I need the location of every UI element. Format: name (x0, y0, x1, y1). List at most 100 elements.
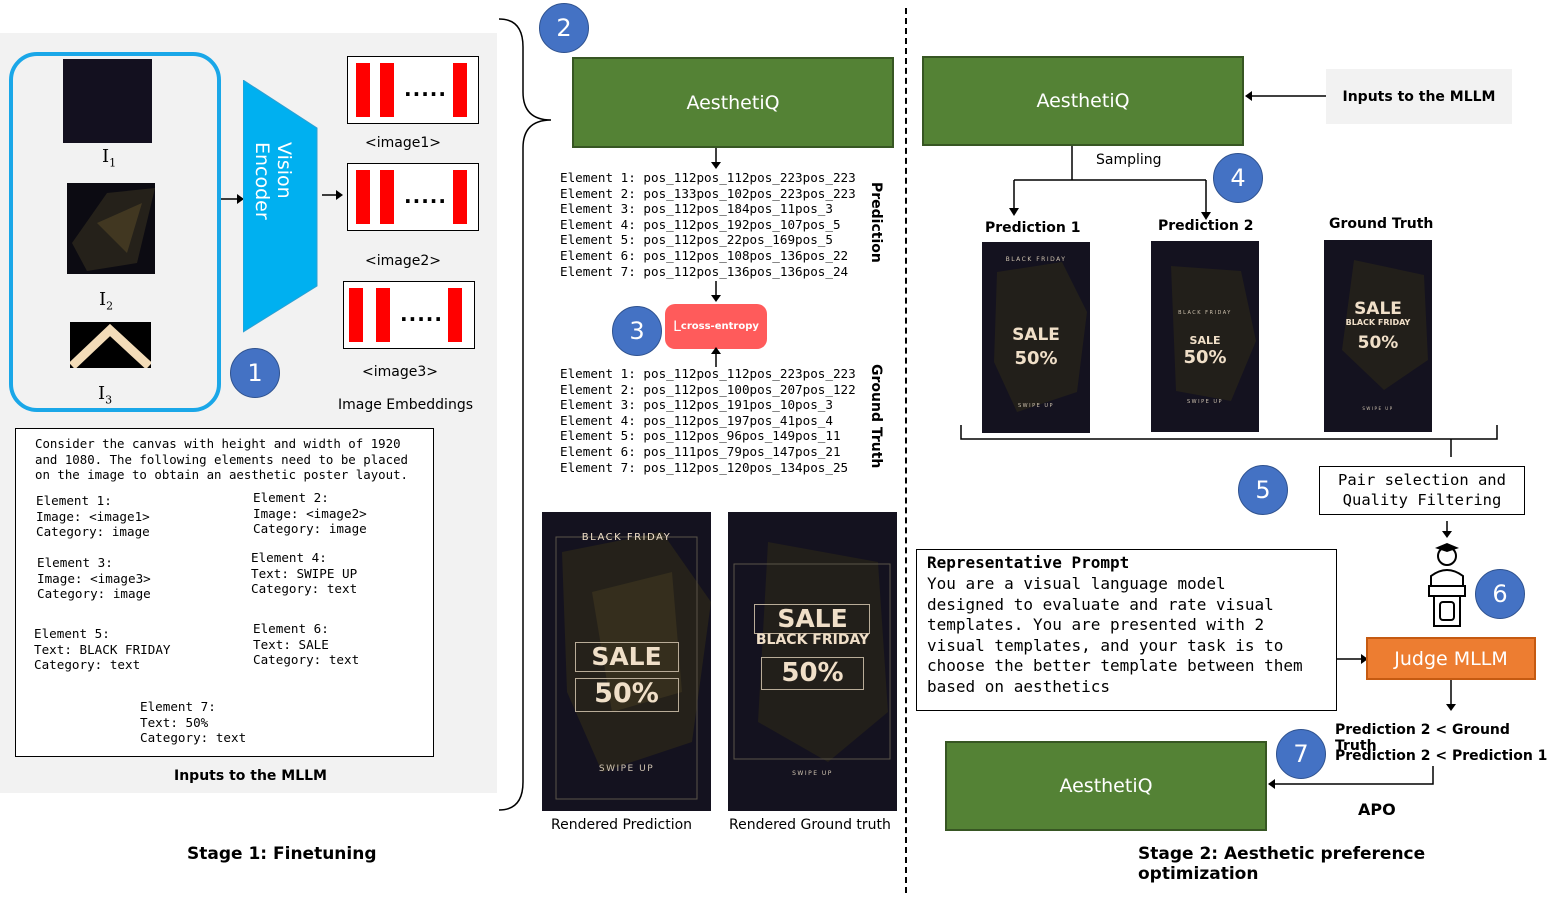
ground-truth-label-stage2: Ground Truth (1329, 216, 1434, 232)
poster-sale: SALE (1189, 334, 1221, 347)
sampling-label: Sampling (1096, 152, 1162, 168)
prompt-element-7: Element 7: Text: 50% Category: text (140, 699, 247, 746)
poster-black-friday: BLACK FRIDAY (1178, 310, 1232, 316)
image-embeddings-caption: Image Embeddings (338, 397, 473, 413)
input-image-3 (70, 322, 151, 368)
rendered-prediction-caption: Rendered Prediction (551, 817, 693, 833)
arrow-model-to-prediction (711, 148, 721, 169)
sale-frame (754, 604, 870, 634)
poster-sale: SALE (777, 604, 848, 633)
poster-swipe-up: SWIPE UP (1017, 403, 1055, 409)
prompt-element-5: Element 5: Text: BLACK FRIDAY Category: … (34, 626, 171, 673)
prompt-element-3: Element 3: Image: <image3> Category: ima… (37, 555, 151, 602)
prompt-element-4: Element 4: Text: SWIPE UP Category: text (251, 550, 358, 597)
prediction-line: Element 6: pos_112pos_108pos_136pos_22 (560, 247, 849, 263)
sampling-branch-arrows (1009, 146, 1211, 220)
embedding-token (349, 288, 363, 342)
prediction-line: Element 4: pos_112pos_192pos_107pos_5 (560, 216, 841, 232)
stage2-title: Stage 2: Aesthetic preference optimizati… (1138, 844, 1426, 884)
vision-encoder-block (243, 80, 318, 333)
glitter-background (733, 542, 891, 762)
sample-poster-prediction-2: BLACK FRIDAY SALE 50% SWIPE UP (1151, 241, 1259, 432)
aesthetiq-model-stage1: AesthetiQ (572, 57, 894, 148)
judge-podium-icon (1428, 543, 1466, 627)
poster-percent: 50% (781, 658, 844, 688)
arrow-inputs-to-model (1245, 91, 1326, 101)
rendered-prediction-poster: BLACK FRIDAY SALE 50% SWIPE UP (542, 512, 711, 811)
embedding-token (380, 63, 394, 117)
inputs-to-mllm-box: Inputs to the MLLM (1326, 69, 1512, 124)
embedding-token (453, 63, 467, 117)
ground-truth-line: Element 3: pos_112pos_191pos_10pos_3 (560, 397, 833, 413)
prompt-element-2: Element 2: Image: <image2> Category: ima… (253, 490, 367, 537)
embedding-token (453, 170, 467, 224)
embedding-token (448, 288, 462, 342)
glitter-background (555, 532, 711, 800)
aesthetiq-model-updated: AesthetiQ (945, 741, 1267, 831)
curly-brace (498, 18, 552, 811)
image-label-1: I1 (102, 146, 117, 170)
gold-glitter-texture (72, 188, 155, 271)
embedding-label-3: <image3> (362, 364, 438, 380)
ellipsis: ..... (404, 77, 447, 101)
poster-black-friday: BLACK FRIDAY (1005, 256, 1067, 263)
prediction-label: Prediction (868, 182, 884, 263)
image-label-2: I2 (99, 289, 114, 313)
image-embedding-1: ..... (347, 56, 479, 124)
representative-prompt-body: You are a visual language model designed… (927, 574, 1303, 696)
step-3-badge: 3 (612, 306, 662, 356)
embedding-token (376, 288, 390, 342)
arrow-prompt-to-judge (1337, 654, 1368, 664)
prompt-element-1: Element 1: Image: <image1> Category: ima… (36, 493, 150, 540)
poster-sale: SALE (1012, 325, 1060, 345)
prompt-element-6: Element 6: Text: SALE Category: text (253, 621, 360, 668)
glitter-background (1342, 260, 1428, 390)
poster-swipe-up: SWIPE UP (598, 764, 655, 774)
ground-truth-label: Ground Truth (868, 364, 884, 469)
embedding-token (356, 170, 370, 224)
input-image-1 (63, 59, 152, 143)
apo-label: APO (1358, 800, 1396, 819)
step-5-badge: 5 (1238, 465, 1288, 515)
poster-percent: 50% (1014, 348, 1058, 369)
poster-black-friday: BLACK FRIDAY (581, 532, 672, 543)
sample-poster-ground-truth: SALE BLACK FRIDAY 50% SWIPE UP (1324, 240, 1432, 432)
step-2-badge: 2 (539, 3, 589, 53)
embedding-label-1: <image1> (365, 135, 441, 151)
prediction-line: Element 5: pos_112pos_22pos_169pos_5 (560, 232, 833, 248)
rendered-gt-caption: Rendered Ground truth (729, 817, 891, 833)
frame-corner-shape (70, 323, 151, 368)
step-1-badge: 1 (230, 348, 280, 398)
percent-frame (575, 678, 679, 712)
percent-frame (761, 657, 864, 690)
poster-percent: 50% (594, 678, 659, 709)
poster-group-brace (960, 425, 1498, 457)
arrow-apo-to-model (1268, 766, 1434, 789)
image-embedding-2: ..... (347, 163, 479, 231)
step-6-badge: 6 (1475, 569, 1525, 619)
input-images-group (9, 52, 221, 412)
inputs-caption: Inputs to the MLLM (174, 768, 327, 784)
stage-divider (905, 8, 907, 893)
poster-swipe-up: SWIPE UP (1362, 406, 1394, 411)
ground-truth-line: Element 1: pos_112pos_112pos_223pos_223 (560, 366, 856, 381)
step-4-badge: 4 (1213, 153, 1263, 203)
rendered-ground-truth-poster: SALE BLACK FRIDAY 50% SWIPE UP (728, 512, 897, 811)
embedding-token (380, 170, 394, 224)
arrow-gt-to-loss (711, 347, 721, 367)
arrow-to-judge-icon (1442, 521, 1452, 538)
poster-swipe-up: SWIPE UP (1186, 399, 1224, 405)
prediction-1-label: Prediction 1 (985, 220, 1081, 236)
representative-prompt-title: Representative Prompt (927, 553, 1130, 572)
glitter-background (1171, 266, 1256, 401)
mllm-input-prompt (15, 428, 434, 757)
poster-black-friday: BLACK FRIDAY (755, 632, 870, 648)
poster-percent: 50% (1183, 347, 1227, 368)
prediction-2-label: Prediction 2 (1158, 218, 1254, 234)
step-7-badge: 7 (1276, 729, 1326, 779)
input-image-2 (67, 183, 155, 274)
arrow-to-embeddings (322, 190, 343, 200)
pair-selection-box: Pair selection and Quality Filtering (1319, 466, 1525, 515)
